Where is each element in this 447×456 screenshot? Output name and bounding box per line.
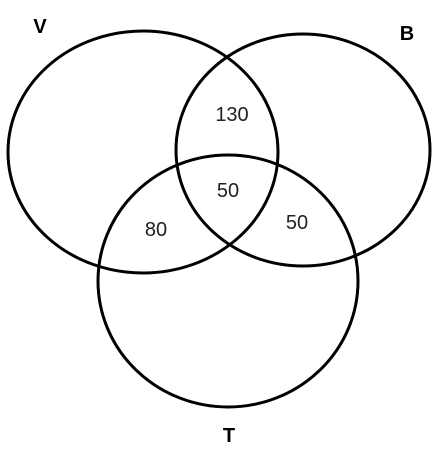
- set-v-label: V: [33, 16, 47, 38]
- region-v-b-t-value: 50: [217, 180, 239, 202]
- set-b-circle: [174, 32, 432, 268]
- set-t-circle: [96, 153, 360, 409]
- set-v-circle: [6, 29, 280, 275]
- set-t-label: T: [223, 425, 235, 447]
- region-v-t-value: 80: [145, 219, 167, 241]
- set-b-label: B: [400, 23, 414, 45]
- region-v-b-value: 130: [215, 104, 248, 126]
- region-b-t-value: 50: [286, 212, 308, 234]
